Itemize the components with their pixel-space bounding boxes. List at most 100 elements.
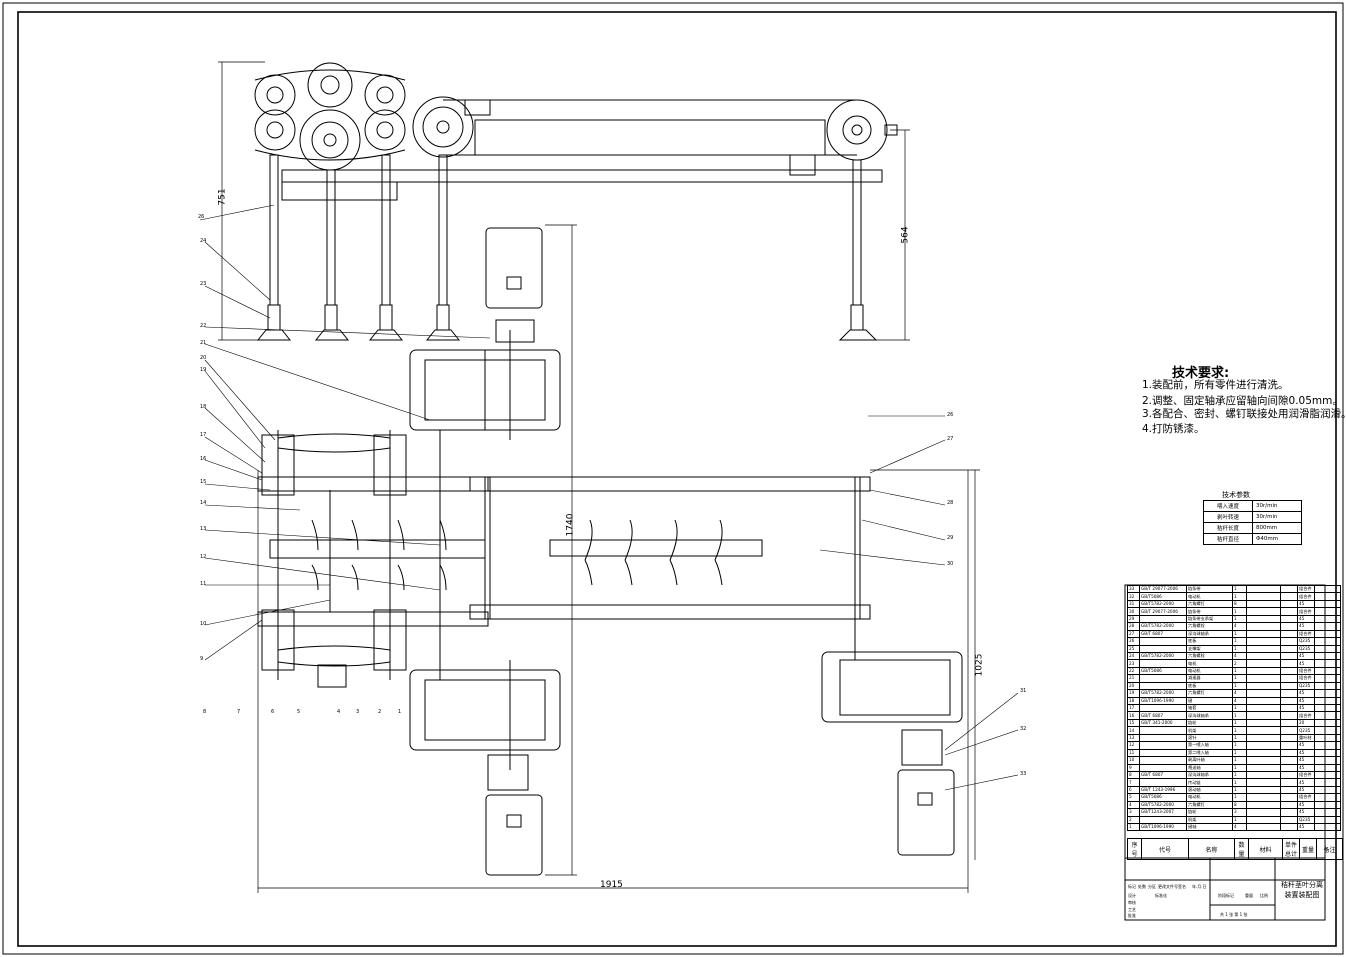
bom-cell: 45	[1297, 651, 1315, 661]
dim-564: 564	[900, 226, 911, 244]
bom-cell	[1246, 822, 1281, 832]
bom-cell	[1280, 599, 1298, 609]
bom-cell	[1314, 614, 1341, 624]
part-label: 15	[200, 479, 207, 485]
bom-cell	[1246, 778, 1281, 787]
bom-cell: 18	[1127, 696, 1140, 706]
bom-cell	[1314, 659, 1341, 668]
bom-cell	[1314, 637, 1341, 646]
bom-cell: 1	[1232, 629, 1247, 639]
params-title: 技术参数	[1222, 491, 1250, 499]
bom-cell	[1246, 808, 1281, 817]
bom-cell: 45	[1297, 822, 1315, 832]
bom-cell	[1314, 778, 1341, 787]
bom-cell: 20	[1297, 718, 1315, 728]
bom-cell: 链轮	[1186, 718, 1233, 728]
title-block-note: 更改文件号	[1158, 884, 1178, 889]
title-block-note: 审核	[1128, 900, 1136, 905]
bom-cell: 第一喂入轴	[1186, 741, 1233, 750]
part-label: 33	[1020, 771, 1027, 777]
bom-cell	[1280, 681, 1298, 691]
bom-cell	[1314, 703, 1341, 713]
bom-cell: 1	[1232, 614, 1247, 624]
part-label: 23	[200, 281, 207, 287]
part-label: 5	[297, 709, 301, 715]
bom-cell: 45	[1297, 696, 1315, 706]
bom-cell	[1139, 726, 1187, 735]
bom-cell	[1280, 815, 1298, 825]
requirements-title: 技术要求:	[1172, 366, 1230, 381]
bom-cell	[1280, 659, 1298, 668]
drawing-title: 秸秆茎叶分离装置装配图	[1281, 881, 1323, 899]
bom-cell: 支撑架	[1186, 644, 1233, 653]
bom-cell	[1139, 681, 1187, 691]
leader-lines	[199, 204, 1019, 791]
bom-cell: 传动链	[1186, 778, 1233, 787]
bom-cell	[1246, 651, 1281, 661]
bom-cell	[1314, 793, 1341, 802]
param-value: 800mm	[1252, 522, 1302, 534]
param-key: 秸秆长度	[1203, 522, 1253, 534]
bom-cell	[1314, 629, 1341, 639]
bom-cell: GB/T 1243-1996	[1139, 785, 1187, 795]
bom-cell: 组合件	[1297, 711, 1315, 720]
bom-cell: 1	[1232, 763, 1247, 772]
bom-cell	[1246, 599, 1281, 609]
bom-cell: 1	[1232, 741, 1247, 750]
sheet-number: 共 1 张 第 1 张	[1220, 912, 1248, 917]
bom-cell: 45	[1297, 599, 1315, 609]
bom-cell	[1280, 622, 1298, 631]
bom-cell: 4	[1127, 800, 1140, 810]
bom-cell: 30	[1127, 607, 1140, 616]
bom-cell	[1246, 763, 1281, 772]
bom-cell	[1246, 785, 1281, 795]
part-label: 16	[200, 456, 207, 462]
bom-cell: 1	[1232, 637, 1247, 646]
dim-1025: 1025	[974, 653, 985, 677]
bom-cell	[1246, 770, 1281, 780]
bom-cell	[1139, 703, 1187, 713]
bom-cell	[1246, 592, 1281, 601]
bom-cell: Q235	[1297, 637, 1315, 646]
title-block-note: 阶段标记	[1218, 893, 1234, 898]
title-block-note: 年.月.日	[1192, 884, 1207, 889]
bom-cell: 2	[1232, 659, 1247, 668]
bom-cell: 1	[1232, 666, 1247, 676]
bom-cell: 45	[1297, 756, 1315, 765]
bom-cell: 17	[1127, 703, 1140, 713]
bom-cell: GB/T5086	[1139, 793, 1187, 802]
bom-cell	[1280, 785, 1298, 795]
bom-cell: 链轮	[1186, 808, 1233, 817]
bom-cell: 22	[1127, 666, 1140, 676]
bom-cell	[1139, 815, 1187, 825]
bom-cell	[1246, 637, 1281, 646]
dim-751: 751	[217, 188, 228, 206]
bom-cell	[1246, 748, 1281, 758]
bom-cell: 电动机	[1186, 592, 1233, 601]
bom-cell: 六角螺钉	[1186, 689, 1233, 698]
bom-cell: 底板	[1186, 681, 1233, 691]
bom-cell	[1246, 703, 1281, 713]
bom-cell	[1314, 815, 1341, 825]
bom-cell	[1280, 637, 1298, 646]
bom-cell	[1280, 651, 1298, 661]
bom-cell	[1139, 778, 1187, 787]
bom-cell: 23	[1127, 659, 1140, 668]
bom-cell	[1139, 756, 1187, 765]
bom-cell	[1280, 584, 1298, 594]
bom-cell	[1314, 711, 1341, 720]
bom-cell	[1280, 808, 1298, 817]
bom-cell: 1	[1232, 778, 1247, 787]
